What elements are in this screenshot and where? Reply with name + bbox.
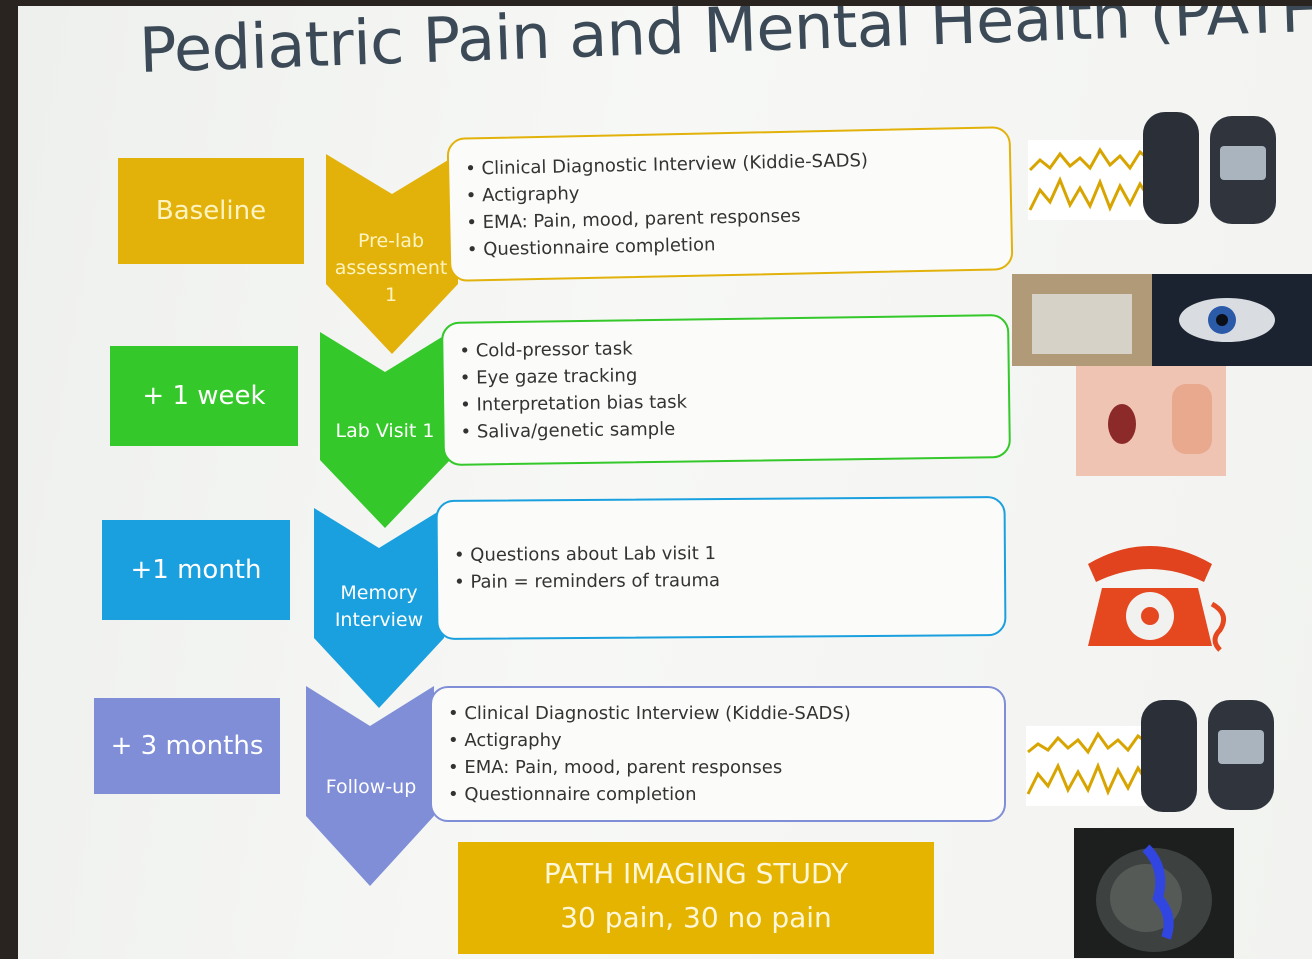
activities-box-memory-interview: Questions about Lab visit 1 Pain = remin… [435,496,1007,640]
step-label-memory-interview: Memory Interview [334,582,424,631]
actigraphy-watch-image-followup [1026,700,1274,812]
activities-box-lab-visit: Cold-pressor task Eye gaze tracking Inte… [441,314,1011,466]
stage-baseline: Baseline [118,158,304,264]
activity-item: Pain = reminders of trauma [454,565,1004,596]
slide: Pediatric Pain and Mental Health (PATH) … [18,6,1312,959]
brain-scan-image [1074,828,1234,958]
stage-1-month: +1 month [102,520,290,620]
step-label-follow-up: Follow-up [325,776,417,798]
step-label-lab-visit: Lab Visit 1 [335,420,435,442]
activity-item: Questions about Lab visit 1 [454,538,1004,569]
lab-tasks-image [1012,274,1312,476]
step-arrow-memory-interview [314,508,444,708]
activity-item: Clinical Diagnostic Interview (Kiddie-SA… [448,700,1004,727]
activities-box-baseline: Clinical Diagnostic Interview (Kiddie-SA… [446,126,1014,282]
actigraphy-watch-image [1028,112,1276,224]
imaging-study-sample: 30 pain, 30 no pain [560,901,832,934]
step-arrow-lab-visit [320,332,450,528]
step-arrow-pre-lab [326,154,458,354]
stage-label: Baseline [155,196,267,226]
telephone-image [1088,546,1227,652]
stage-label: +1 month [130,555,262,585]
activity-item: Actigraphy [448,727,1004,754]
stage-label: + 1 week [142,381,266,411]
stage-3-months: + 3 months [94,698,280,794]
stage-1-week: + 1 week [110,346,298,446]
activity-item: Questionnaire completion [448,781,1004,808]
imaging-study-box: PATH IMAGING STUDY 30 pain, 30 no pain [458,842,934,954]
imaging-study-title: PATH IMAGING STUDY [543,857,849,890]
step-arrow-follow-up [306,686,434,886]
activity-item: EMA: Pain, mood, parent responses [448,754,1004,781]
slide-title: Pediatric Pain and Mental Health (PATH) [138,6,1312,87]
activities-box-follow-up: Clinical Diagnostic Interview (Kiddie-SA… [430,686,1006,822]
step-label-pre-lab: Pre-lab assessment 1 [334,230,448,306]
stage-label: + 3 months [110,731,264,761]
